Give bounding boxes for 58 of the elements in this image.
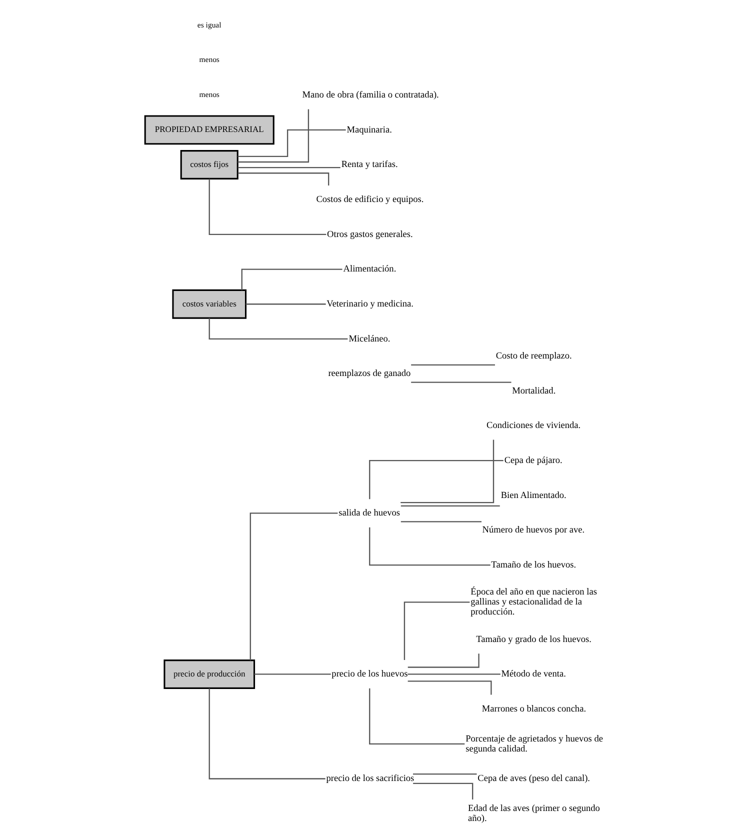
node-text: Maquinaria.: [346, 125, 392, 136]
node-text: Edad de las aves (primer o segundo año).: [467, 804, 600, 824]
connector: [208, 688, 325, 780]
connector: [403, 602, 470, 660]
label: menos: [198, 90, 219, 100]
connector: [400, 440, 494, 504]
node-text: Condiciones de vivienda.: [486, 421, 580, 432]
connector: [208, 318, 348, 340]
node-text: Costo de reemplazo.: [495, 351, 572, 362]
node-text: Mortalidad.: [512, 386, 556, 396]
connector: [237, 129, 346, 157]
node-text: Renta y tarifas.: [340, 160, 398, 170]
node-text: Cepa de pájaro.: [504, 456, 562, 466]
node-text: reemplazos de ganado: [328, 369, 410, 380]
connector: [407, 674, 500, 675]
connector: [240, 268, 342, 290]
connector: [245, 304, 326, 305]
node-text: Veterinario y medicina.: [326, 300, 414, 310]
connector: [249, 512, 338, 660]
connector: [208, 178, 326, 236]
connector: [237, 166, 340, 168]
node-box: precio de producción: [163, 660, 255, 689]
node-box: PROPIEDAD EMPRESARIAL: [144, 115, 274, 145]
node-text: Marrones o blancos concha.: [481, 704, 586, 714]
connector: [368, 527, 490, 566]
label: menos: [198, 55, 219, 64]
node-text: precio de los huevos: [331, 670, 408, 680]
node-text: Alimentación.: [342, 264, 396, 275]
connector: [237, 172, 329, 186]
connector: [237, 109, 309, 163]
node-text: Porcentaje de agrietados y huevos de segunda calidad.: [465, 734, 603, 754]
label: es igual: [196, 20, 221, 30]
node-text: Época del año en que nacieron las gallinas y estacionalidad de la producción.: [470, 588, 596, 618]
node-text: Otros gastos generales.: [326, 230, 412, 240]
connector: [412, 782, 473, 800]
node-box: costos fijos: [180, 150, 238, 180]
connector: [407, 654, 479, 668]
connector: [254, 674, 330, 675]
node-text: Cepa de aves (peso del canal).: [477, 774, 590, 784]
node-text: Bien Alimentado.: [500, 490, 566, 501]
node-text: Tamaño y grado de los huevos.: [476, 634, 591, 645]
connector: [400, 521, 481, 522]
node-text: precio de los sacrificios: [326, 774, 414, 784]
connector: [368, 460, 503, 500]
node-text: Tamaño de los huevos.: [490, 560, 576, 570]
node-text: Mano de obra (familia o contratada).: [302, 90, 438, 100]
connector: [400, 505, 500, 507]
node-box: costos variables: [172, 289, 246, 319]
node-text: Costos de edificio y equipos.: [316, 195, 424, 206]
connector: [410, 364, 494, 366]
connector: [368, 688, 464, 744]
node-text: Método de venta.: [500, 670, 566, 680]
connector: [410, 382, 511, 383]
connector: [407, 680, 492, 695]
connector: [412, 774, 476, 775]
node-text: salida de huevos: [338, 508, 400, 519]
node-text: Miceláneo.: [348, 334, 390, 344]
node-text: Número de huevos por ave.: [482, 526, 584, 536]
